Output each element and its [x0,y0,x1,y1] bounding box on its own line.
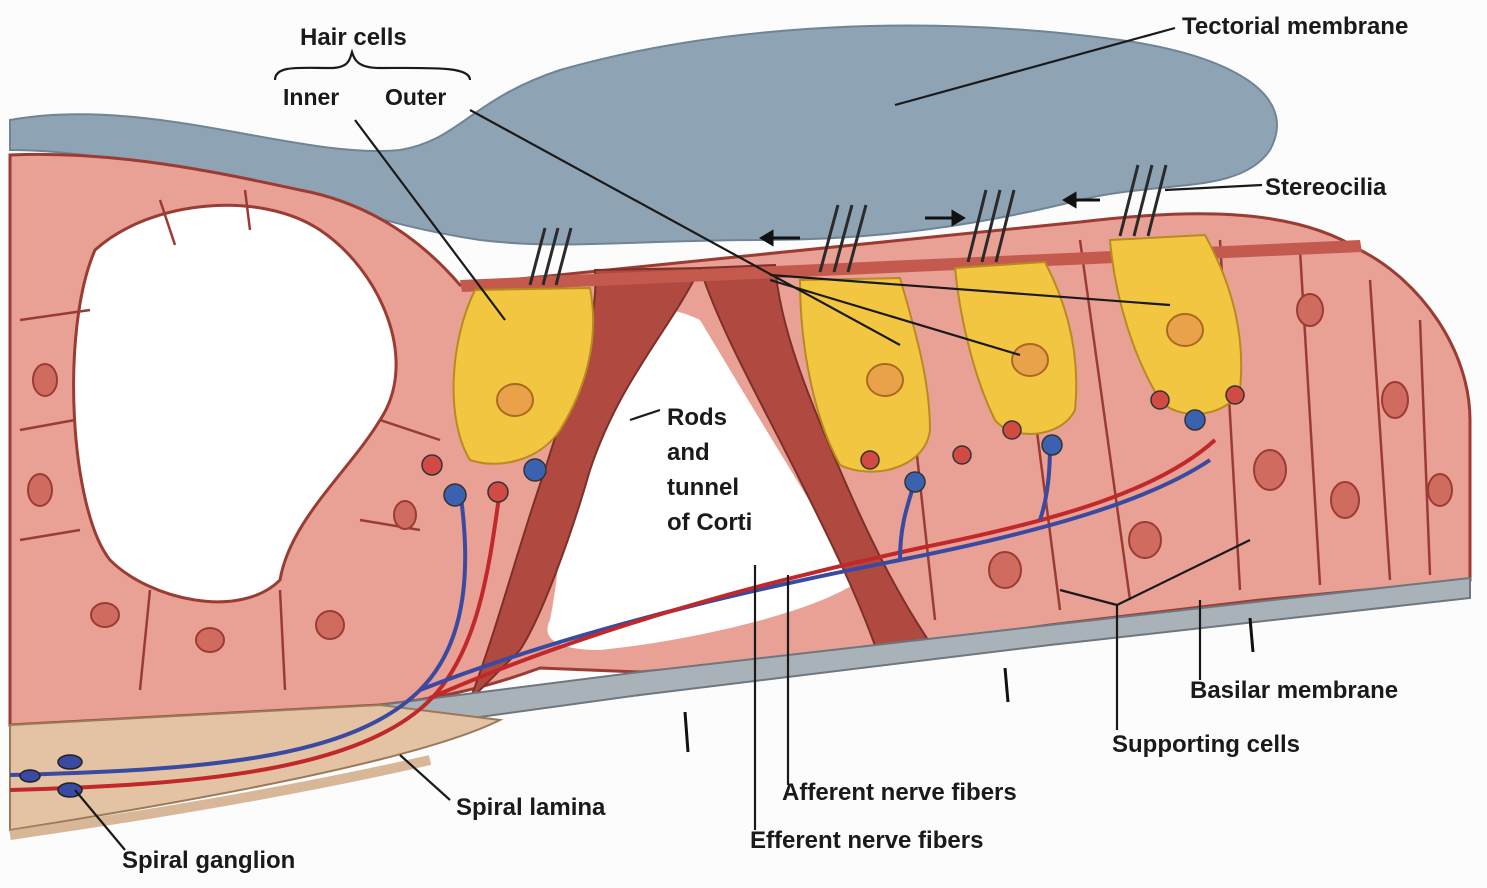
label-tunnel: tunnel [667,474,739,501]
label-of-corti: of Corti [667,509,752,536]
label-spiral-lamina: Spiral lamina [456,794,606,821]
label-basilar-membrane: Basilar membrane [1190,677,1398,704]
spiral-lamina [10,705,500,830]
label-and: and [667,439,710,466]
label-supporting-cells: Supporting cells [1112,731,1300,758]
label-rods: Rods [667,404,727,431]
label-outer: Outer [385,84,446,110]
outer-hair-cell-1-nucleus [867,364,903,396]
label-efferent-nerve-fibers: Efferent nerve fibers [750,827,983,854]
outer-hair-cell-2-nucleus [1012,344,1048,376]
label-inner: Inner [283,84,339,110]
label-spiral-ganglion: Spiral ganglion [122,847,295,874]
label-tectorial-membrane: Tectorial membrane [1182,13,1408,40]
inner-hair-cell-nucleus [497,384,533,416]
label-hair-cells: Hair cells [300,24,407,51]
label-afferent-nerve-fibers: Afferent nerve fibers [782,779,1017,806]
label-stereocilia: Stereocilia [1265,174,1387,201]
outer-hair-cell-3-nucleus [1167,314,1203,346]
